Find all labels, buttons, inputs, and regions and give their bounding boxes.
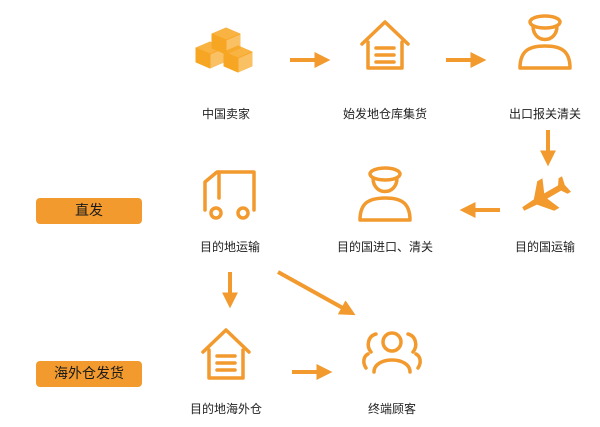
node-label-export-customs: 出口报关清关 bbox=[508, 107, 582, 121]
boxes-icon bbox=[195, 27, 253, 73]
node-label-seller: 中国卖家 bbox=[201, 107, 251, 121]
customs-officer-icon bbox=[518, 14, 572, 70]
node-label-overseas-warehouse: 目的地海外仓 bbox=[189, 402, 263, 416]
tag-overseas: 海外仓发货 bbox=[36, 361, 142, 387]
arrow-local-to-customer bbox=[277, 270, 356, 316]
node-label-air-transport: 目的国运输 bbox=[514, 240, 576, 254]
node-label-origin-warehouse: 始发地仓库集货 bbox=[342, 107, 428, 121]
warehouse-icon bbox=[201, 328, 251, 380]
customs-officer-icon bbox=[358, 166, 412, 222]
warehouse-icon bbox=[360, 20, 410, 70]
node-label-local-transport: 目的地运输 bbox=[199, 240, 261, 254]
airplane-icon bbox=[522, 176, 572, 211]
truck-icon bbox=[203, 170, 256, 220]
node-label-end-customer: 终端顾客 bbox=[367, 402, 417, 416]
node-label-import-customs: 目的国进口、清关 bbox=[336, 240, 434, 254]
customers-icon bbox=[362, 331, 422, 374]
tag-direct: 直发 bbox=[36, 198, 142, 224]
